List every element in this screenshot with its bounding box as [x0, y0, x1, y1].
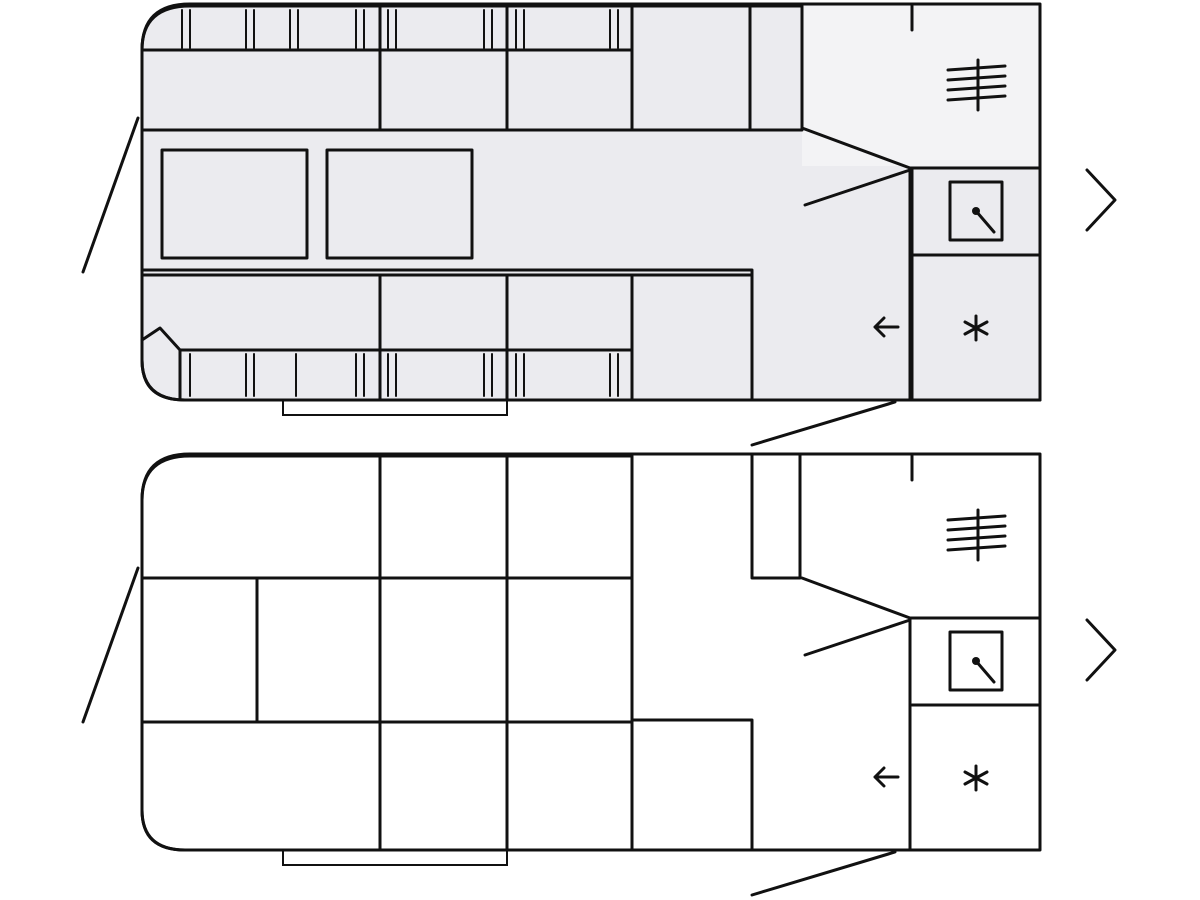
shower-icon	[946, 58, 1007, 112]
shower-icon	[946, 508, 1007, 562]
table-right	[325, 148, 474, 260]
stove-icon	[963, 764, 989, 792]
entry-step	[282, 849, 508, 866]
door-swing-line	[750, 400, 897, 447]
day-layout-plan	[81, 2, 1117, 447]
caravan-body	[142, 454, 1040, 850]
seat-edge-line	[140, 268, 754, 277]
entry-arrow-icon	[873, 316, 900, 338]
stove-icon	[963, 314, 989, 342]
entry-arrow-icon	[873, 766, 900, 788]
rear-window-line	[81, 566, 140, 724]
rear-window-line	[81, 116, 140, 274]
night-layout-plan	[81, 452, 1117, 897]
washroom-wall	[800, 4, 1042, 402]
washroom-wall	[800, 454, 1042, 852]
wardrobe-top	[748, 4, 804, 132]
body-outline	[140, 2, 1042, 402]
entry-step	[282, 399, 508, 416]
wardrobe	[750, 452, 802, 580]
door-swing-line	[750, 850, 897, 897]
sink-icon	[948, 630, 1004, 692]
drawbar-chevron-icon	[1085, 618, 1117, 682]
sink-icon	[948, 180, 1004, 242]
table-left	[160, 148, 309, 260]
body-outline	[140, 452, 1042, 852]
drawbar-chevron-icon	[1085, 168, 1117, 232]
